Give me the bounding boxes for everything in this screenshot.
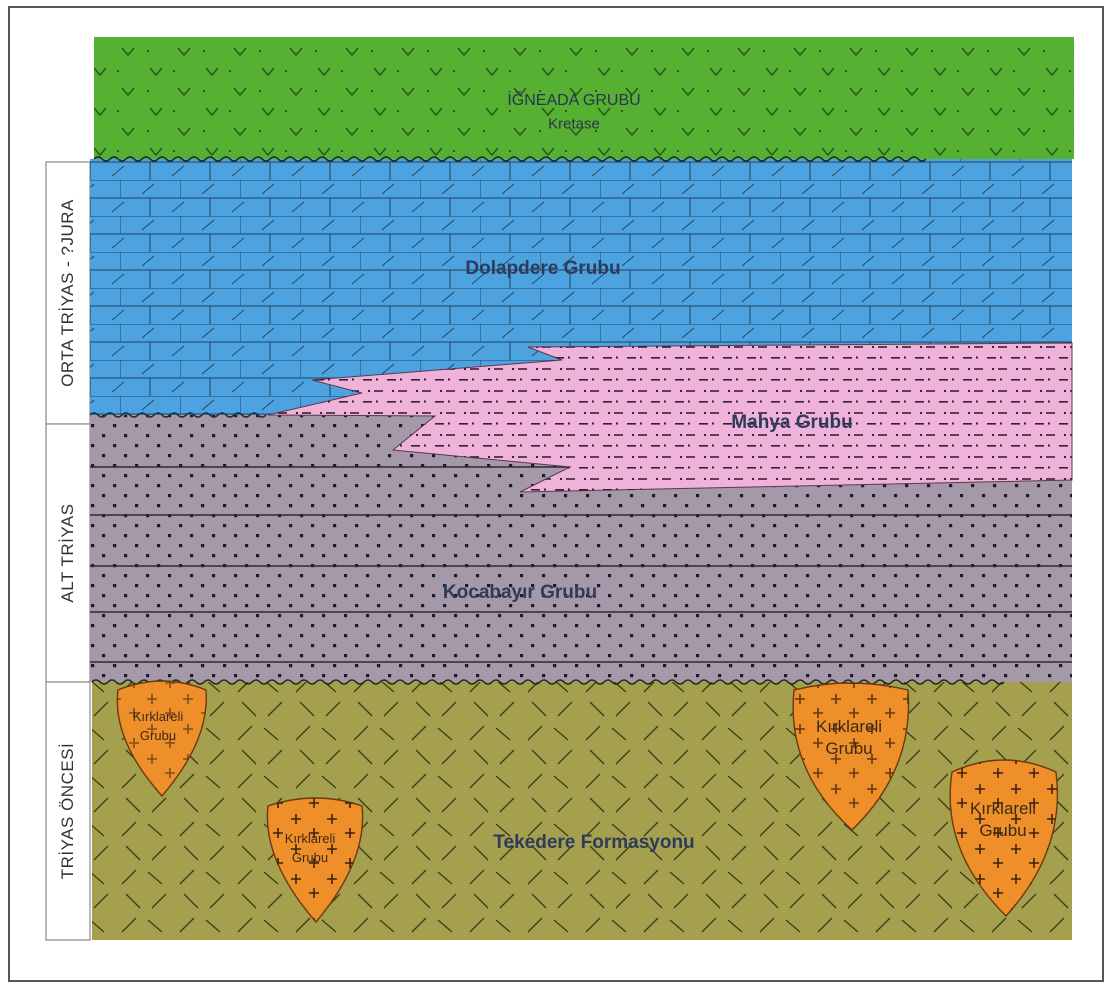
diagram-frame	[8, 6, 1104, 982]
age-label-triyas-oncesi: TRİYAS ÖNCESİ	[58, 742, 77, 880]
kirklareli-label-1-line1: Kırklareli	[132, 709, 184, 724]
kirklareli-intrusion-3	[792, 682, 910, 831]
kirklareli-label-4-line2: Grubu	[979, 821, 1027, 840]
igneada-name-label: İĞNEADA GRUBU	[507, 92, 641, 109]
kirklareli-label-2-line2: Grubu	[291, 850, 329, 865]
mahya-label: Mahya Grubu	[731, 412, 853, 433]
igneada-age-label: Kretase	[548, 115, 600, 133]
tekedere-layer	[92, 682, 1072, 940]
igneada-layer	[94, 37, 1074, 159]
kirklareli-intrusion-2	[266, 797, 364, 924]
unconformity-bottom	[91, 679, 1005, 685]
kirklareli-label-3-line1: Kırklareli	[815, 717, 883, 736]
age-label-orta-triyas-jura: ORTA TRİYAS - ?JURA	[58, 199, 77, 387]
kirklareli-label-3-line2: Grubu	[825, 739, 873, 758]
kirklareli-label-3: Kırklareli Grubu	[816, 716, 882, 760]
kirklareli-label-2-line1: Kırklareli	[284, 831, 336, 846]
age-box-triyas-oncesi	[45, 681, 91, 941]
kirklareli-label-4-line1: Kırklareli	[969, 799, 1037, 818]
kirklareli-label-2: Kırklareli Grubu	[285, 829, 336, 867]
kirklareli-intrusion-4	[949, 759, 1059, 918]
kirklareli-intrusion-1	[116, 680, 207, 798]
dolapdere-label: Dolapdere Grubu	[465, 258, 621, 279]
unconformity-middle	[89, 412, 267, 418]
kirklareli-label-1-line2: Grubu	[139, 728, 177, 743]
kirklareli-label-1: Kırklareli Grubu	[133, 707, 184, 745]
tekedere-label: Tekedere Formasyonu	[493, 832, 695, 853]
mahya-layer	[267, 342, 1073, 493]
unconformity-top	[93, 156, 927, 162]
kirklareli-label-4: Kırklareli Grubu	[970, 798, 1036, 842]
kocabayir-label: Kocabayır Grubu	[442, 582, 598, 603]
age-box-alt-triyas	[45, 423, 91, 683]
age-label-alt-triyas: ALT TRİYAS	[58, 503, 77, 603]
